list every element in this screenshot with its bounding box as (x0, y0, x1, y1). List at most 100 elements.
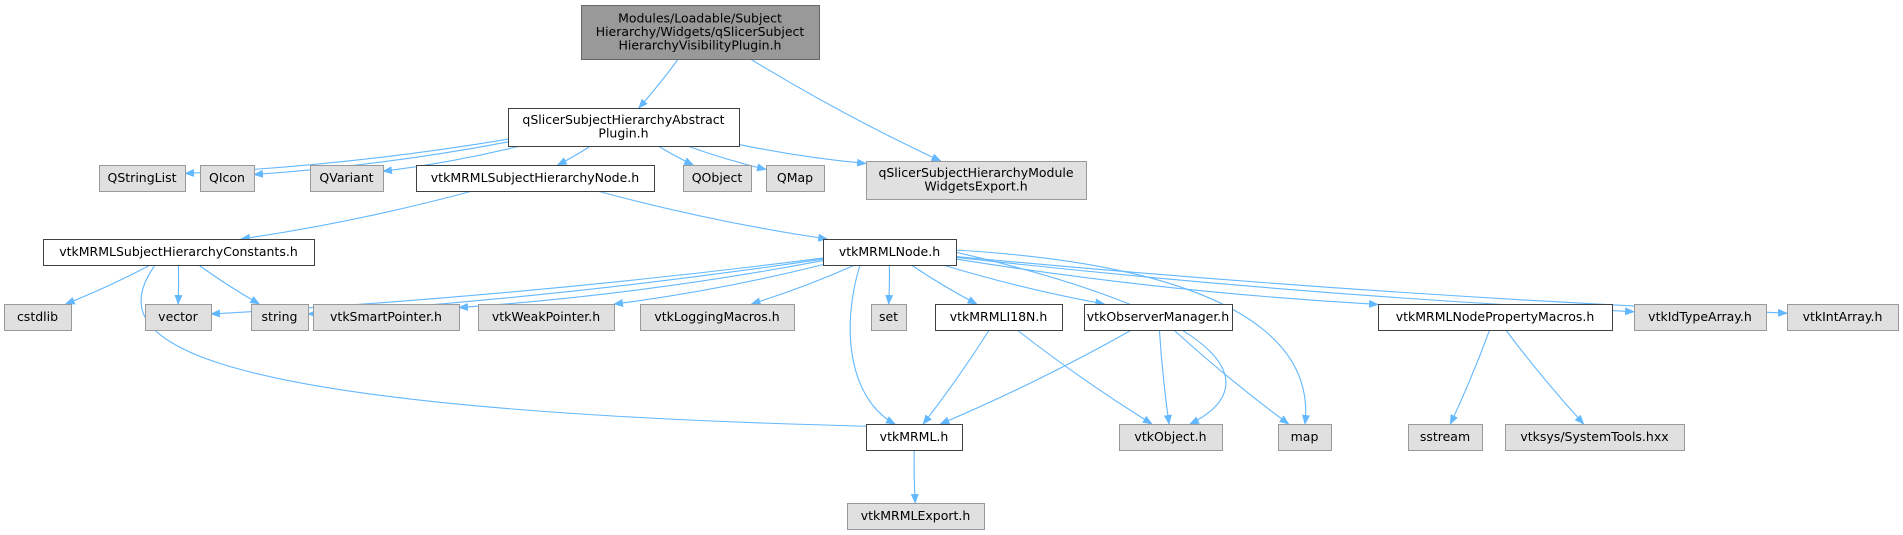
edge-observer_manager-to-mrml (939, 329, 1132, 425)
node-sstream[interactable]: sstream (1408, 424, 1483, 451)
node-box[interactable] (1505, 424, 1685, 451)
node-box[interactable] (1408, 424, 1483, 451)
edge-sh_constants-to-mrml (140, 264, 901, 431)
node-qstringlist[interactable]: QStringList (99, 165, 186, 192)
node-box[interactable] (310, 165, 384, 192)
node-box[interactable] (1787, 304, 1899, 331)
node-box[interactable] (823, 239, 957, 266)
node-box[interactable] (478, 304, 615, 331)
node-label: map (1291, 429, 1319, 444)
node-box[interactable] (866, 424, 963, 451)
node-box[interactable] (640, 304, 795, 331)
node-label: vtkMRMLSubjectHierarchyConstants.h (59, 244, 298, 259)
node-box[interactable] (581, 5, 820, 60)
edge-sh_node-to-sh_constants (240, 190, 473, 242)
node-weak_pointer[interactable]: vtkWeakPointer.h (478, 304, 615, 331)
node-mrml_node[interactable]: vtkMRMLNode.h (823, 239, 957, 266)
node-box[interactable] (1278, 424, 1332, 451)
node-label: set (879, 309, 898, 324)
node-label: qSlicerSubjectHierarchyModule (878, 165, 1073, 180)
edge-sh_node-to-mrml_node (597, 190, 829, 242)
edge-property_macros-to-system_tools (1505, 329, 1585, 425)
node-id_type_array[interactable]: vtkIdTypeArray.h (1634, 304, 1767, 331)
edge-mrml_node-to-i18n (910, 264, 978, 305)
node-label: vtkMRMLSubjectHierarchyNode.h (431, 170, 639, 185)
node-box[interactable] (99, 165, 186, 192)
node-box[interactable] (43, 239, 315, 266)
node-property_macros[interactable]: vtkMRMLNodePropertyMacros.h (1378, 304, 1613, 331)
edge-sh_constants-to-string (198, 264, 261, 305)
node-box[interactable] (866, 161, 1087, 200)
node-label: vtkObserverManager.h (1087, 309, 1229, 324)
node-box[interactable] (1084, 304, 1233, 331)
node-label: vtkObject.h (1134, 429, 1206, 444)
node-box[interactable] (847, 503, 985, 530)
node-root[interactable]: Modules/Loadable/SubjectHierarchy/Widget… (581, 5, 820, 60)
node-vector[interactable]: vector (145, 304, 212, 331)
node-vtk_object[interactable]: vtkObject.h (1119, 424, 1223, 451)
node-qicon[interactable]: QIcon (200, 165, 255, 192)
node-label: WidgetsExport.h (924, 179, 1027, 194)
node-observer_manager[interactable]: vtkObserverManager.h (1084, 304, 1233, 331)
node-label: QObject (692, 170, 743, 185)
edge-sh_constants-to-vector (174, 264, 183, 305)
node-box[interactable] (4, 304, 72, 331)
node-label: vtkLoggingMacros.h (654, 309, 779, 324)
node-i18n[interactable]: vtkMRMLI18N.h (935, 304, 1063, 331)
edge-root-to-widgets_export (750, 58, 942, 162)
node-logging_macros[interactable]: vtkLoggingMacros.h (640, 304, 795, 331)
edge-abstract_plugin-to-qobject (658, 145, 695, 166)
node-label: vtkIdTypeArray.h (1648, 309, 1752, 324)
node-mrml[interactable]: vtkMRML.h (866, 424, 963, 451)
node-box[interactable] (251, 304, 309, 331)
node-qmap[interactable]: QMap (766, 165, 825, 192)
node-label: QStringList (108, 170, 177, 185)
node-qvariant[interactable]: QVariant (310, 165, 384, 192)
node-box[interactable] (508, 108, 740, 147)
node-label: Hierarchy/Widgets/qSlicerSubject (596, 24, 805, 39)
edge-i18n-to-mrml (922, 329, 990, 425)
node-label: vtkMRMLNodePropertyMacros.h (1396, 309, 1595, 324)
node-label: Modules/Loadable/Subject (618, 10, 782, 25)
edge-root-to-abstract_plugin (638, 58, 679, 109)
node-system_tools[interactable]: vtksys/SystemTools.hxx (1505, 424, 1685, 451)
node-label: QIcon (209, 170, 245, 185)
node-box[interactable] (145, 304, 212, 331)
node-label: QMap (777, 170, 813, 185)
node-int_array[interactable]: vtkIntArray.h (1787, 304, 1899, 331)
edge-mrml_node-to-set (885, 264, 894, 305)
node-box[interactable] (1378, 304, 1613, 331)
node-qobject[interactable]: QObject (683, 165, 752, 192)
edge-mrml_node-to-map (954, 249, 1310, 425)
edge-mrml_node-to-smart_pointer (458, 260, 824, 311)
node-label: HierarchyVisibilityPlugin.h (619, 37, 782, 52)
node-box[interactable] (416, 165, 655, 192)
node-label: sstream (1420, 429, 1470, 444)
node-box[interactable] (200, 165, 255, 192)
node-box[interactable] (1119, 424, 1223, 451)
node-label: vtkMRMLExport.h (861, 508, 971, 523)
node-box[interactable] (313, 304, 460, 331)
node-box[interactable] (766, 165, 825, 192)
node-cstdlib[interactable]: cstdlib (4, 304, 72, 331)
node-label: Plugin.h (598, 126, 648, 141)
node-sh_node[interactable]: vtkMRMLSubjectHierarchyNode.h (416, 165, 655, 192)
node-mrml_export[interactable]: vtkMRMLExport.h (847, 503, 985, 530)
node-box[interactable] (935, 304, 1063, 331)
node-string[interactable]: string (251, 304, 309, 331)
node-box[interactable] (1634, 304, 1767, 331)
edge-abstract_plugin-to-qicon (253, 141, 509, 178)
node-set[interactable]: set (871, 304, 907, 331)
node-map[interactable]: map (1278, 424, 1332, 451)
node-box[interactable] (871, 304, 907, 331)
node-smart_pointer[interactable]: vtkSmartPointer.h (313, 304, 460, 331)
node-widgets_export[interactable]: qSlicerSubjectHierarchyModuleWidgetsExpo… (866, 161, 1087, 200)
node-box[interactable] (683, 165, 752, 192)
edge-abstract_plugin-to-qmap (687, 145, 767, 172)
node-sh_constants[interactable]: vtkMRMLSubjectHierarchyConstants.h (43, 239, 315, 266)
edge-abstract_plugin-to-widgets_export (738, 143, 867, 167)
node-label: vtksys/SystemTools.hxx (1520, 429, 1668, 444)
edges-layer (64, 58, 1788, 504)
